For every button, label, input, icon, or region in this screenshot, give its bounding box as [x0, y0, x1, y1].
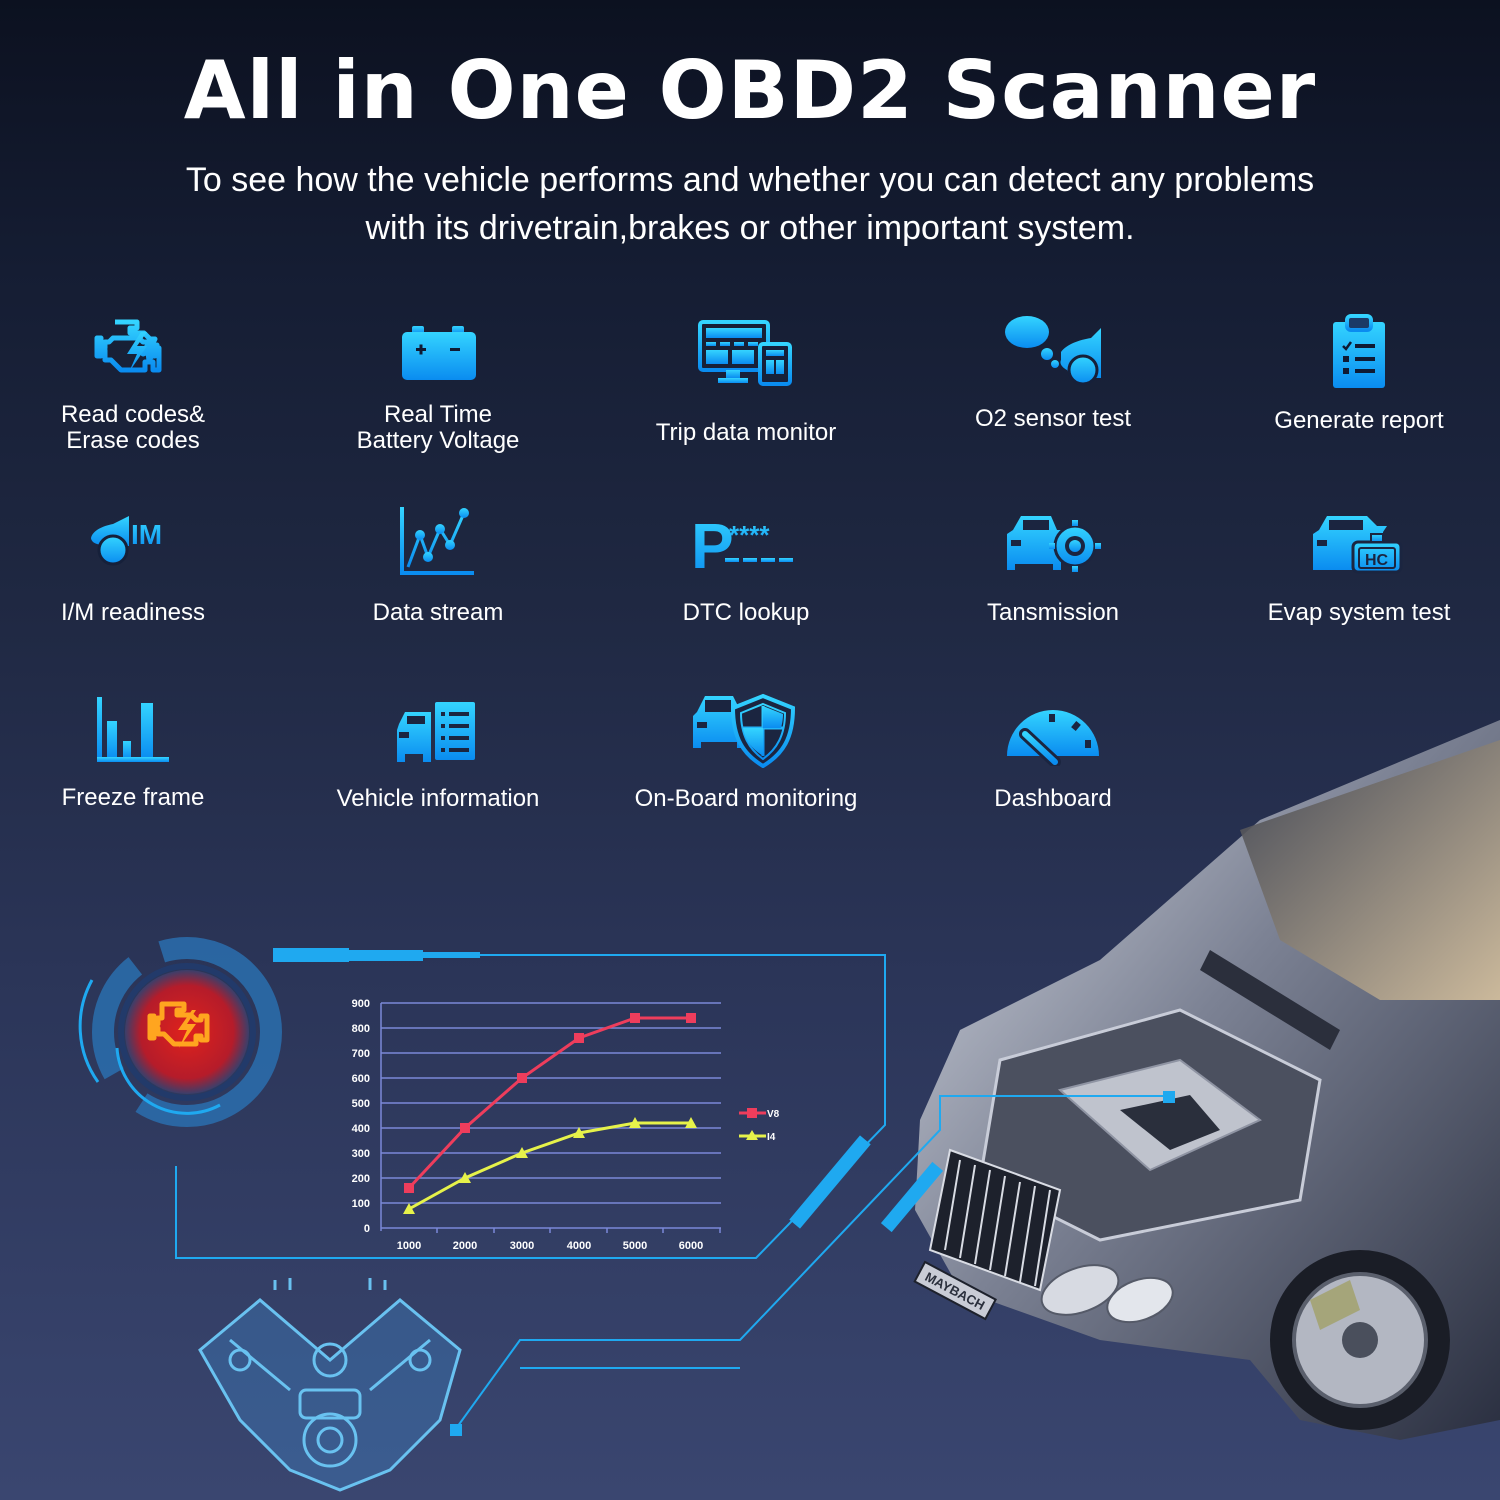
y-tick: 800: [352, 1023, 370, 1035]
feature-data-stream: Data stream: [308, 505, 568, 635]
feature-label: Generate report: [1274, 407, 1444, 434]
feature-on-board-monitoring: On-Board monitoring: [616, 690, 876, 820]
battery-icon: [402, 326, 476, 380]
page-title: All in One OBD2 Scanner: [183, 44, 1317, 137]
feature-label-line-2: Battery Voltage: [356, 427, 520, 454]
check-engine-warning-icon: [147, 1001, 210, 1048]
feature-dtc-lookup: P **** DTC lookup: [616, 510, 876, 640]
x-tick: 1000: [397, 1240, 421, 1252]
feature-vehicle-information: Vehicle information: [308, 700, 568, 820]
svg-text:****: ****: [729, 520, 770, 550]
legend-i4: I4: [767, 1132, 776, 1143]
x-tick: 4000: [567, 1240, 591, 1252]
x-tick: 3000: [510, 1240, 534, 1252]
feature-label: Trip data monitor: [655, 419, 837, 446]
check-engine-icon: [94, 319, 162, 373]
performance-line-chart: 0 100 200 300 400 500 600 700 800 900 10…: [352, 998, 780, 1252]
feature-label: Freeze frame: [61, 784, 205, 811]
feature-label: O2 sensor test: [974, 405, 1132, 432]
feature-read-erase-codes: Read codes& Erase codes: [3, 318, 263, 468]
bar-chart-icon: [97, 697, 169, 762]
chart-gridlines: [380, 1002, 721, 1233]
subtitle-line-2: with its drivetrain,brakes or other impo…: [365, 209, 1135, 247]
y-axis-ticks: 0 100 200 300 400 500 600 700 800 900: [352, 998, 370, 1235]
car-shield-icon: [693, 693, 796, 768]
car-info-list-icon: [397, 702, 475, 762]
feature-label: On-Board monitoring: [634, 785, 858, 812]
line-graph-icon: [400, 507, 474, 575]
car-illustration: MAYBACH: [913, 720, 1500, 1440]
feature-o2-sensor-test: O2 sensor test: [923, 312, 1183, 462]
y-tick: 500: [352, 1098, 370, 1110]
dtc-code-icon: P ****: [691, 510, 793, 570]
feature-transmission: Tansmission: [923, 510, 1183, 640]
y-tick: 900: [352, 998, 370, 1010]
feature-label: I/M readiness: [60, 599, 206, 626]
y-tick: 600: [352, 1073, 370, 1085]
car-grille: [928, 1148, 1062, 1292]
y-tick: 100: [352, 1198, 370, 1210]
feature-label-line-1: Real Time: [383, 401, 493, 428]
feature-trip-data-monitor: Trip data monitor: [616, 320, 876, 470]
feature-label: Data stream: [372, 599, 504, 626]
hologram-engine-illustration: [198, 1278, 462, 1492]
y-tick: 0: [364, 1223, 370, 1235]
car-hc-icon: HC: [1313, 516, 1403, 574]
legend-v8: V8: [767, 1109, 780, 1120]
x-axis-ticks: 1000 2000 3000 4000 5000 6000: [397, 1240, 703, 1252]
y-tick: 300: [352, 1148, 370, 1160]
feature-label: DTC lookup: [682, 599, 810, 626]
y-tick: 700: [352, 1048, 370, 1060]
series-i4: [403, 1117, 697, 1214]
feature-label: Evap system test: [1267, 599, 1451, 626]
car-gear-icon: [1007, 516, 1101, 572]
series-v8: [404, 1013, 696, 1193]
feature-label: Dashboard: [994, 785, 1112, 812]
x-tick: 5000: [623, 1240, 647, 1252]
car-im-icon: IM: [91, 516, 162, 566]
feature-freeze-frame: Freeze frame: [3, 695, 263, 815]
feature-label-line-2: Erase codes: [66, 427, 200, 454]
chart-legend: V8 I4: [739, 1108, 780, 1143]
feature-label-line-1: Read codes&: [60, 401, 206, 428]
feature-evap-system-test: HC Evap system test: [1229, 510, 1489, 640]
y-tick: 400: [352, 1123, 370, 1135]
svg-text:IM: IM: [131, 519, 162, 550]
page-subtitle: To see how the vehicle performs and whet…: [0, 156, 1500, 252]
feature-label: Vehicle information: [336, 785, 540, 812]
exhaust-car-icon: [1005, 316, 1101, 386]
x-tick: 2000: [453, 1240, 477, 1252]
feature-im-readiness: IM I/M readiness: [3, 510, 263, 640]
monitor-devices-icon: [698, 320, 792, 386]
feature-generate-report: Generate report: [1229, 314, 1489, 464]
feature-dashboard: Dashboard: [923, 700, 1183, 820]
speedometer-icon: [1007, 710, 1099, 766]
feature-label: Tansmission: [986, 599, 1120, 626]
check-engine-warning-dial: [78, 937, 282, 1127]
feature-battery-voltage: Real Time Battery Voltage: [308, 318, 568, 468]
subtitle-line-1: To see how the vehicle performs and whet…: [185, 161, 1315, 199]
clipboard-report-icon: [1333, 314, 1385, 388]
svg-text:HC: HC: [1365, 552, 1389, 569]
x-tick: 6000: [679, 1240, 703, 1252]
hud-bars: [273, 948, 1175, 1436]
y-tick: 200: [352, 1173, 370, 1185]
